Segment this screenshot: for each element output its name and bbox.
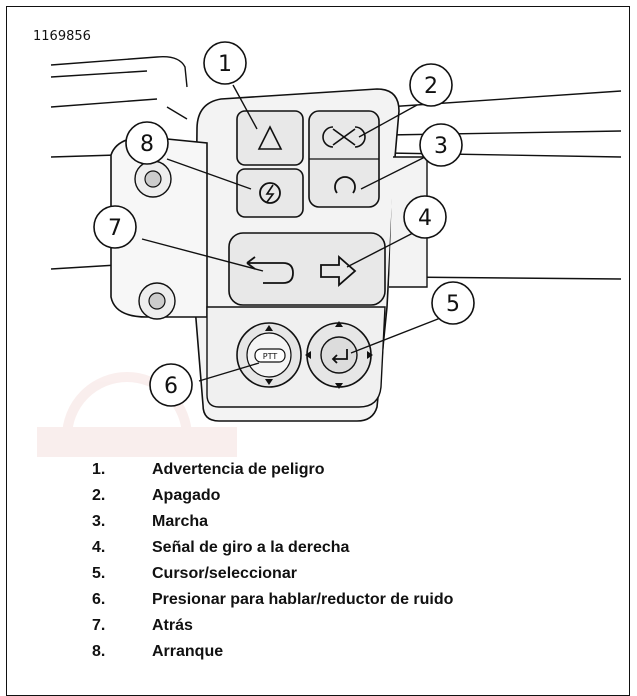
legend-text: Advertencia de peligro — [152, 461, 325, 478]
figure-frame: 1169856 — [6, 6, 630, 696]
callout-5: 5 — [431, 281, 475, 325]
callout-5-label: 5 — [446, 292, 460, 317]
hazard-triangle-icon — [257, 125, 283, 150]
legend-text: Marcha — [152, 513, 209, 530]
watermark-logo — [37, 372, 237, 457]
callout-6: 6 — [149, 363, 193, 407]
clamp-screw-top — [134, 160, 172, 198]
callout-7-label: 7 — [108, 216, 122, 241]
joystick-select — [305, 321, 373, 389]
handlebar-switch-illustration: PTT 1 — [37, 41, 622, 457]
legend-number: 8. — [92, 643, 106, 660]
handlebar-lines — [50, 56, 622, 280]
callout-4-label: 4 — [418, 206, 432, 231]
leader-lines — [141, 84, 444, 382]
callout-3: 3 — [419, 123, 463, 167]
legend-text: Señal de giro a la derecha — [152, 539, 350, 556]
callout-7: 7 — [93, 205, 137, 249]
legend-number: 5. — [92, 565, 106, 582]
clamp-screw-bottom — [138, 282, 176, 320]
engine-stop-icon — [322, 126, 366, 148]
callout-1: 1 — [203, 41, 247, 85]
joystick-select-icon — [331, 349, 348, 364]
callout-6-label: 6 — [164, 374, 178, 399]
legend-number: 4. — [92, 539, 106, 556]
callout-2: 2 — [409, 63, 453, 107]
ptt-label: PTT — [263, 352, 278, 361]
callout-1-label: 1 — [218, 52, 232, 77]
callout-4: 4 — [403, 195, 447, 239]
start-icon — [259, 182, 281, 204]
callout-3-label: 3 — [434, 134, 448, 159]
legend-number: 7. — [92, 617, 106, 634]
legend-number: 6. — [92, 591, 106, 608]
legend-text: Presionar para hablar/reductor de ruido — [152, 591, 454, 608]
right-turn-arrow-icon — [320, 255, 357, 287]
figure-id: 1169856 — [33, 29, 91, 44]
legend-text: Arranque — [152, 643, 224, 660]
start-button — [236, 168, 304, 218]
legend-text: Cursor/seleccionar — [152, 565, 297, 582]
callout-2-label: 2 — [424, 74, 438, 99]
engine-rocker-switch — [308, 110, 380, 208]
legend-number: 2. — [92, 487, 106, 504]
callout-8: 8 — [125, 121, 169, 165]
legend-number: 3. — [92, 513, 106, 530]
legend-text: Atrás — [152, 617, 193, 634]
legend-number: 1. — [92, 461, 106, 478]
callout-8-label: 8 — [140, 132, 154, 157]
turn-signal-rocker — [228, 232, 386, 306]
engine-run-icon — [334, 176, 356, 194]
hazard-button — [236, 110, 304, 166]
ptt-rocker: PTT — [236, 322, 302, 388]
legend-text: Apagado — [152, 487, 221, 504]
